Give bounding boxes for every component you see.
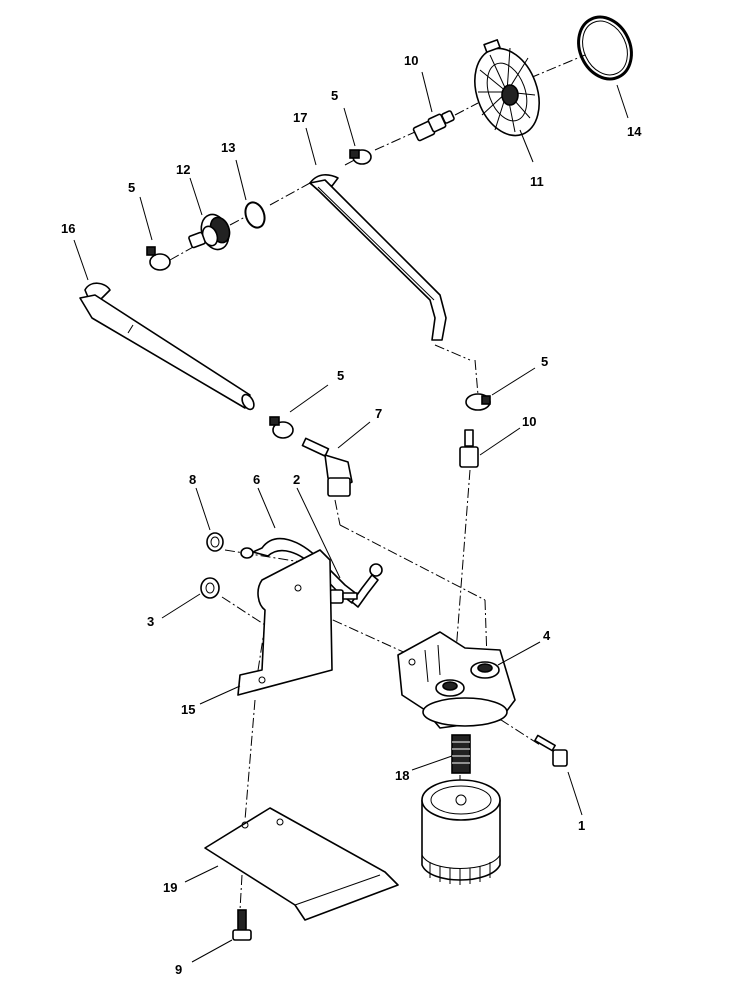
callout-11: 11 <box>530 174 544 189</box>
threaded-nipple <box>451 734 471 774</box>
callout-8: 8 <box>189 472 196 487</box>
callout-18: 18 <box>395 768 409 783</box>
hose-clamp-left-lower <box>269 416 294 439</box>
elbow-fitting <box>301 437 353 497</box>
callout-16: 16 <box>61 221 75 236</box>
callout-7: 7 <box>375 406 382 421</box>
leader-lines <box>73 71 629 963</box>
hex-fitting-adapter <box>188 213 231 251</box>
callout-12: 12 <box>176 162 190 177</box>
callout-13: 13 <box>221 140 235 155</box>
callout-17: 17 <box>293 110 307 125</box>
nut-lower <box>200 577 220 599</box>
mounting-plate <box>204 807 399 921</box>
callout-15: 15 <box>181 702 195 717</box>
callout-19: 19 <box>163 880 177 895</box>
oil-filter <box>421 779 501 885</box>
nut-upper <box>206 532 224 552</box>
o-ring-large <box>577 15 633 81</box>
callout-10-upper: 10 <box>404 53 418 68</box>
callout-9: 9 <box>175 962 182 977</box>
hose-left <box>79 282 255 411</box>
callout-10-lower: 10 <box>522 414 536 429</box>
bolt-bracket <box>329 589 358 604</box>
hose-clamp-upper <box>349 149 372 165</box>
fan-impeller <box>474 39 540 137</box>
hose-upper <box>309 174 447 341</box>
filter-head <box>397 631 516 729</box>
fitting-upper <box>412 110 455 142</box>
hose-clamp-right <box>465 393 491 411</box>
bolt-plate <box>232 909 252 941</box>
mounting-bracket <box>237 549 333 696</box>
callout-labels: 14 11 10 5 17 13 12 5 16 5 7 5 10 8 6 2 … <box>61 53 642 977</box>
callout-5-right: 5 <box>541 354 548 369</box>
assembly-centerlines <box>169 54 586 911</box>
callout-1: 1 <box>578 818 585 833</box>
callout-6: 6 <box>253 472 260 487</box>
callout-5-left-upper: 5 <box>128 180 135 195</box>
bolt-filter-head <box>534 734 568 767</box>
callout-3: 3 <box>147 614 154 629</box>
callout-2: 2 <box>293 472 300 487</box>
callout-5-top: 5 <box>331 88 338 103</box>
callout-14: 14 <box>627 124 642 139</box>
callout-5-left-lower: 5 <box>337 368 344 383</box>
o-ring-small <box>244 201 266 229</box>
fitting-lower <box>459 429 479 468</box>
callout-4: 4 <box>543 628 551 643</box>
hose-clamp-left-upper <box>146 246 171 271</box>
